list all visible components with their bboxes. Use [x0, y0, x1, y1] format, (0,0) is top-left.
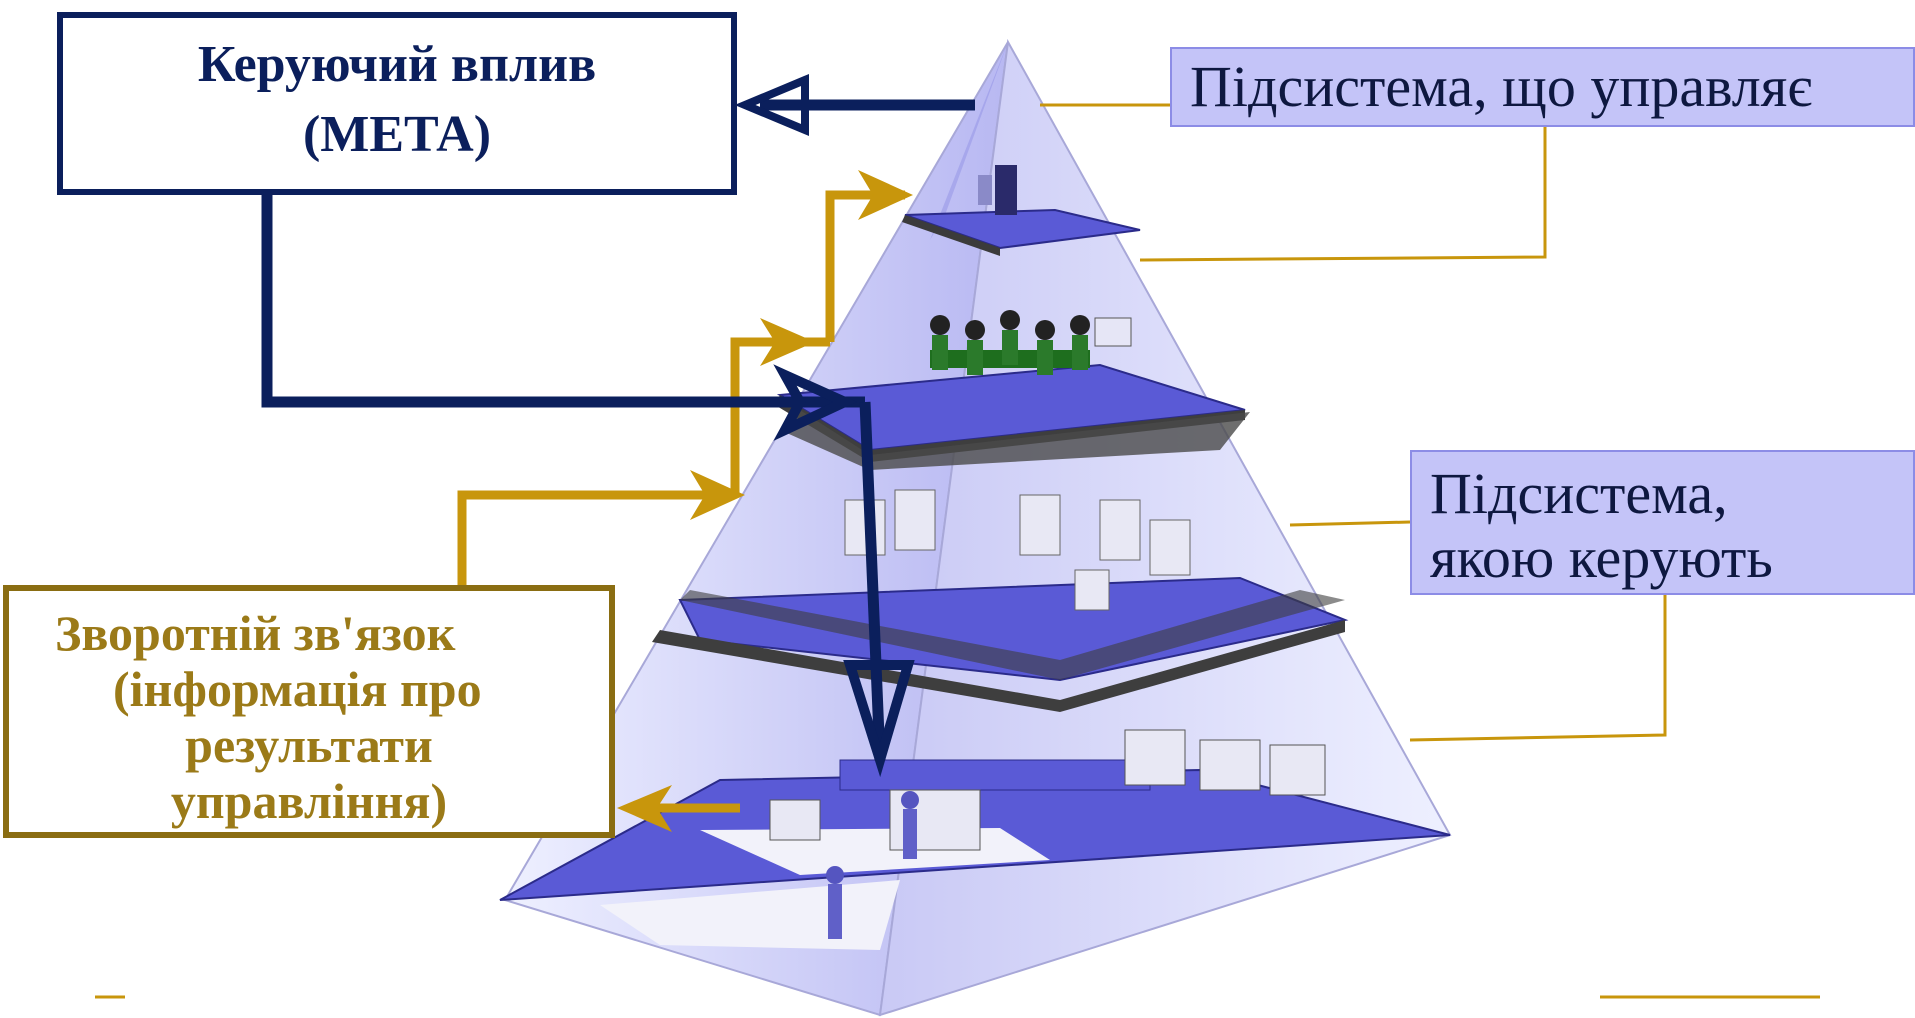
control-goal-box: Керуючий вплив (МЕТА) [57, 12, 737, 195]
leader-lines [95, 103, 1820, 999]
managed-subsystem-label: Підсистема, якою керують [1410, 450, 1915, 595]
manager-figure-icon [995, 165, 1017, 215]
level-middle-management [775, 310, 1250, 470]
managing-subsystem-label: Підсистема, що управляє [1170, 47, 1915, 127]
feedback-line-4: управління) [170, 773, 448, 829]
control-arrowheads [734, 74, 915, 778]
feedback-box: Зворотній зв'язок (інформація про резуль… [3, 585, 615, 838]
level-specialists [652, 489, 1349, 712]
level-workers [499, 729, 1451, 950]
control-arrows [261, 99, 975, 761]
managed-subsystem-line-1: Підсистема, [1430, 461, 1728, 526]
managing-subsystem-text: Підсистема, що управляє [1190, 54, 1813, 119]
control-goal-title: Керуючий вплив [197, 36, 597, 93]
managed-subsystem-line-2: якою керують [1430, 525, 1773, 590]
feedback-line-2: (інформація про [113, 661, 482, 717]
feedback-arrowheads [617, 170, 913, 832]
feedback-line-1: Зворотній зв'язок [55, 605, 456, 661]
feedback-line-3: результати [185, 717, 433, 773]
control-goal-subtitle: (МЕТА) [302, 106, 492, 163]
level-top-management [902, 165, 1141, 256]
